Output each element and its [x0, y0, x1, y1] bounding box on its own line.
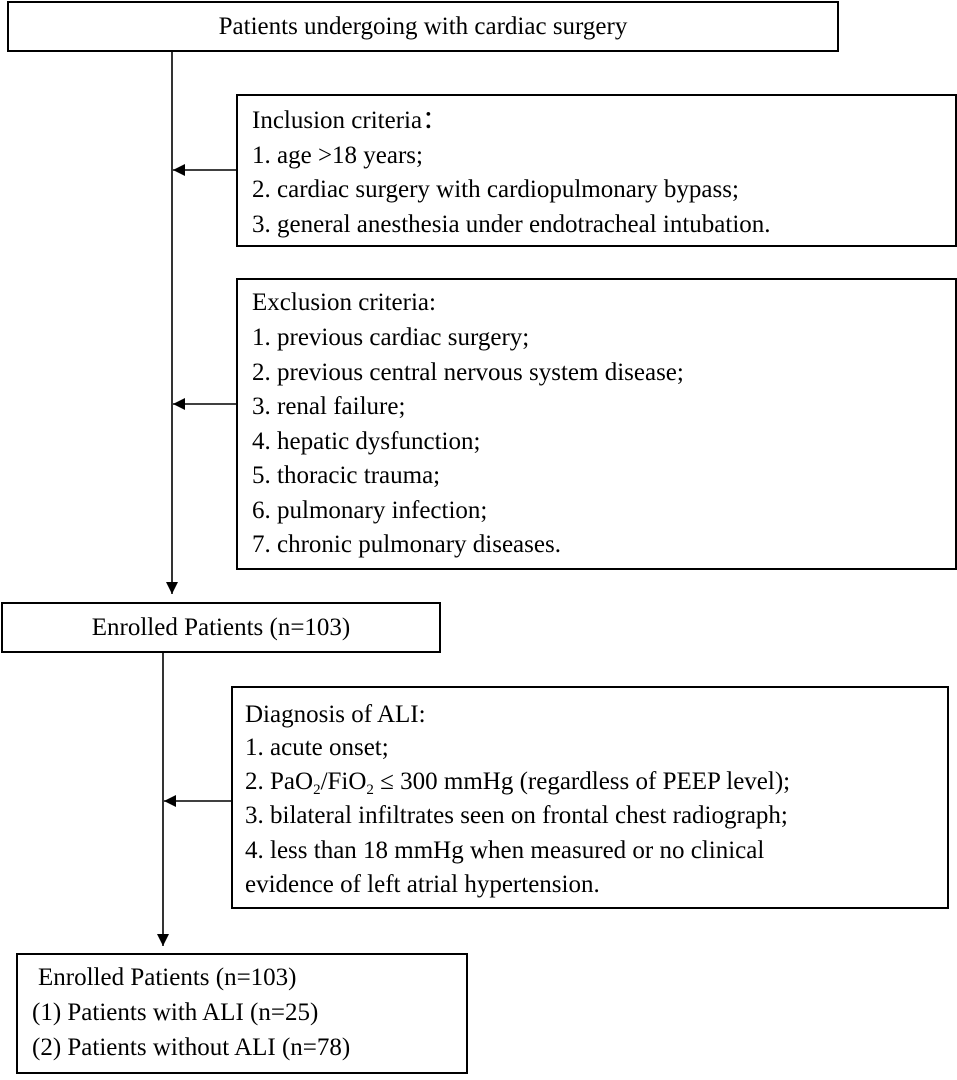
inclusion-item: 1. age >18 years; [252, 142, 423, 169]
exclusion-item: 2. previous central nervous system disea… [252, 359, 684, 386]
diagnosis-item: 4. less than 18 mmHg when measured or no… [245, 837, 765, 864]
enrolled-label: Enrolled Patients (n=103) [91, 614, 351, 641]
exclusion-title: Exclusion criteria: [252, 289, 436, 316]
exclusion-item: 1. previous cardiac surgery; [252, 324, 530, 351]
inclusion-item: 2. cardiac surgery with cardiopulmonary … [252, 176, 739, 203]
diagnosis-item2-mid: /FiO [320, 768, 367, 795]
diagnosis-item2-subscript: 2 [366, 782, 374, 798]
diagnosis-item2-subscript: 2 [313, 782, 321, 798]
start-label: Patients undergoing with cardiac surgery [218, 13, 628, 40]
exclusion-item: 7. chronic pulmonary diseases. [252, 531, 561, 558]
exclusion-criteria-box: Exclusion criteria: 1. previous cardiac … [236, 278, 957, 570]
diagnosis-item: 2. PaO2/FiO2 ≤ 300 mmHg (regardless of P… [245, 765, 790, 800]
final-outcome-box: Enrolled Patients (n=103) (1) Patients w… [16, 953, 468, 1074]
diagnosis-title: Diagnosis of ALI: [245, 701, 426, 728]
exclusion-item: 5. thoracic trauma; [252, 462, 441, 489]
enrolled-box: Enrolled Patients (n=103) [1, 602, 441, 653]
diagnosis-item2-suffix: ≤ 300 mmHg (regardless of PEEP level); [373, 768, 791, 795]
diagnosis-item: 1. acute onset; [245, 734, 389, 761]
inclusion-criteria-box: Inclusion criteria： 1. age >18 years; 2.… [236, 94, 957, 247]
start-box: Patients undergoing with cardiac surgery [7, 1, 839, 52]
final-item: (1) Patients with ALI (n=25) [32, 999, 319, 1026]
final-title: Enrolled Patients (n=103) [38, 964, 297, 991]
diagnosis-box: Diagnosis of ALI: 1. acute onset; 2. PaO… [231, 686, 949, 909]
diagnosis-item2-prefix: 2. PaO [245, 768, 314, 795]
final-item: (2) Patients without ALI (n=78) [32, 1034, 351, 1061]
diagnosis-item: 3. bilateral infiltrates seen on frontal… [245, 802, 788, 829]
exclusion-item: 4. hepatic dysfunction; [252, 428, 481, 455]
exclusion-item: 3. renal failure; [252, 393, 406, 420]
inclusion-title: Inclusion criteria： [252, 107, 448, 134]
diagnosis-item-continuation: evidence of left atrial hypertension. [245, 871, 600, 898]
inclusion-item: 3. general anesthesia under endotracheal… [252, 211, 771, 238]
exclusion-item: 6. pulmonary infection; [252, 497, 488, 524]
